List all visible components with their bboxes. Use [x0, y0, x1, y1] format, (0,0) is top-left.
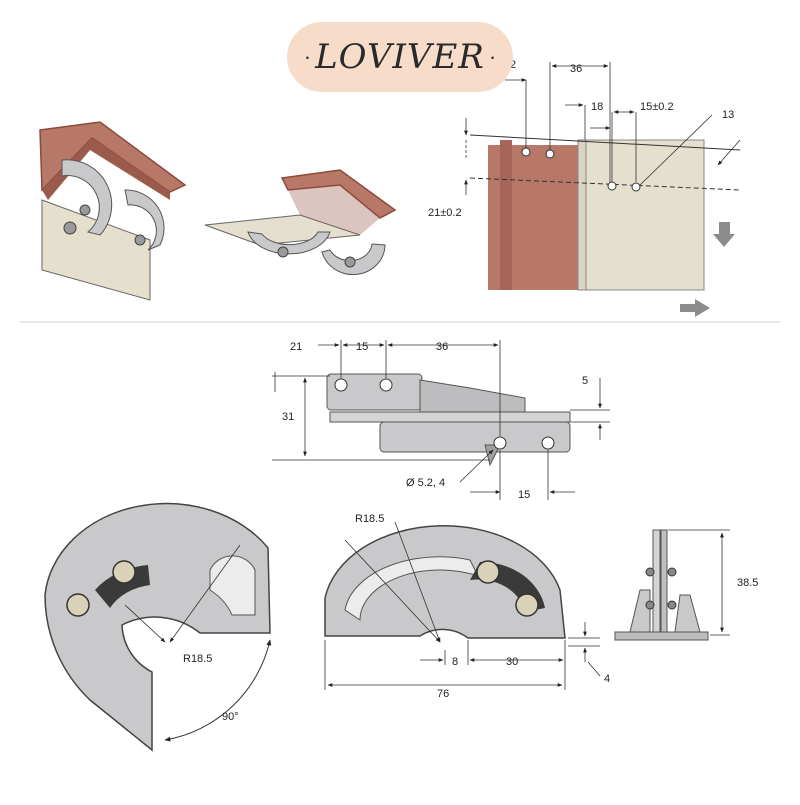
hinge-arm [419, 379, 526, 413]
hinge-screw [134, 234, 146, 246]
rivet [476, 560, 500, 584]
dim-76: 76 [437, 688, 449, 700]
dim-18: 18 [591, 101, 603, 113]
drill-hole [631, 182, 641, 192]
hinge-face-middle: R18.5 8 30 4 76 [324, 513, 610, 700]
dot-icon: · [303, 44, 312, 69]
dim-8: 8 [452, 656, 458, 668]
hinge-face-left: R18.5 90° [44, 502, 272, 752]
hinge-slot-dark [95, 565, 150, 608]
dim-15-side: 15 [356, 341, 368, 353]
screw-hole [541, 436, 555, 450]
dim-angle: 90° [222, 711, 239, 723]
hinge-bracket-right [674, 594, 701, 633]
dim-hole: Ø 5.2, 4 [406, 477, 445, 489]
dim-15b-side: 15 [518, 489, 530, 501]
dot-icon: · [488, 44, 497, 69]
screw-hole [379, 378, 393, 392]
dim-5-side: 5 [582, 375, 588, 387]
panel-gap [577, 139, 587, 291]
perspective-view-middle [204, 169, 397, 276]
hinge-arc-left-2 [124, 189, 165, 251]
hinge-plate-edge [660, 529, 668, 633]
hinge-screw [344, 256, 356, 268]
rivet-head [667, 567, 677, 577]
screw-hole [493, 436, 507, 450]
hinge-open-2 [321, 243, 386, 276]
drill-hole [521, 147, 531, 157]
mounting-dimension-view: 2 36 18 15±0.2 13 21±0.2 [428, 59, 741, 317]
dim-21-side: 21 [290, 341, 302, 353]
drill-hole [545, 149, 555, 159]
screw-hole [334, 378, 348, 392]
hinge-plate-edge [652, 529, 661, 633]
dim-36-side: 36 [436, 341, 448, 353]
wood-panel-edge [500, 140, 512, 290]
rivet [112, 560, 136, 584]
rivet-head [667, 600, 677, 610]
rivet [66, 593, 90, 617]
hinge-bracket-left [629, 589, 651, 633]
dim-21: 21±0.2 [428, 207, 462, 219]
arrow-right-icon [680, 299, 710, 317]
rivet-head [645, 567, 655, 577]
wood-shadow [288, 185, 380, 235]
hinge-arc-left-1 [61, 159, 113, 236]
rivet [515, 593, 539, 617]
side-dimension-view: 21 15 36 5 31 Ø 5.2, 4 15 [272, 340, 610, 501]
dim-15: 15±0.2 [640, 101, 674, 113]
dim-30: 30 [506, 656, 518, 668]
dim-13: 13 [722, 109, 734, 121]
dim-38-5: 38.5 [737, 577, 758, 589]
dim-r18-left: R18.5 [183, 653, 212, 665]
hinge-screw [63, 221, 77, 235]
dim-31-side: 31 [282, 411, 294, 423]
hinge-lower-plate [379, 421, 571, 453]
hinge-base [614, 631, 709, 641]
brand-name: LOVIVER [315, 37, 485, 77]
dim-4: 4 [604, 673, 610, 685]
arrow-down-icon [713, 222, 735, 247]
perspective-view-left [39, 121, 187, 301]
cabinet-side-panel [41, 199, 151, 301]
hinge-end-view: 38.5 [614, 529, 758, 641]
dim-2: 2 [510, 59, 516, 71]
dim-36: 36 [570, 63, 582, 75]
drill-hole [607, 181, 617, 191]
cabinet-top-wood-middle [280, 169, 397, 219]
dim-r18-middle: R18.5 [355, 513, 384, 525]
door-panel [585, 139, 705, 291]
hinge-open-1 [247, 231, 331, 255]
hinge-screw [79, 204, 91, 216]
hinge-screw [277, 246, 289, 258]
hinge-middle-bar [329, 411, 571, 423]
brand-logo: · LOVIVER · [287, 22, 513, 92]
rivet-head [645, 600, 655, 610]
